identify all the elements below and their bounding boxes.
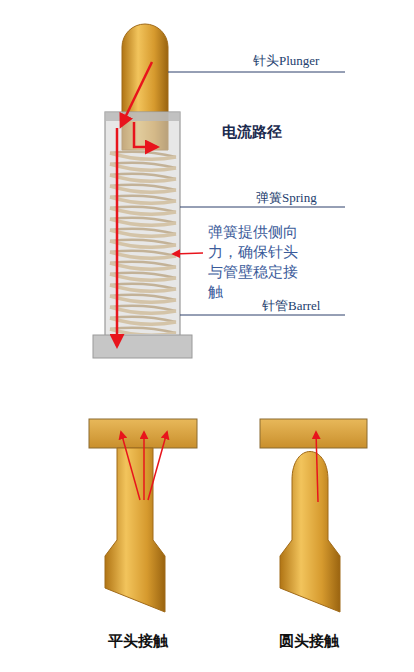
- path-label: 电流路径: [222, 123, 282, 142]
- contact-arrow: [121, 432, 140, 500]
- caption-label: 平头接触: [108, 632, 168, 651]
- current-arrow: [134, 122, 157, 147]
- contact-arrow: [143, 432, 145, 500]
- current-arrow: [121, 62, 152, 126]
- leader-line: [180, 315, 345, 316]
- callout-note: 弹簧提供侧向力，确保针头与管壁稳定接触: [208, 222, 301, 302]
- contact-arrow: [148, 432, 167, 500]
- caption-label: 圆头接触: [279, 632, 339, 651]
- callout-arrow: [173, 253, 203, 254]
- contact-pad: [89, 419, 197, 448]
- leader-line: [168, 72, 345, 73]
- part-label: 针头Plunger: [253, 52, 319, 70]
- current-arrow: [116, 128, 119, 346]
- contact-pad: [260, 419, 367, 448]
- part-label: 针管Barrel: [262, 297, 320, 315]
- contact-arrow: [316, 432, 318, 502]
- round-plunger: [280, 452, 340, 613]
- barrel-base: [93, 335, 192, 358]
- leader-line: [180, 207, 345, 208]
- barrel-rim: [105, 112, 180, 121]
- part-label: 弹簧Spring: [256, 189, 317, 207]
